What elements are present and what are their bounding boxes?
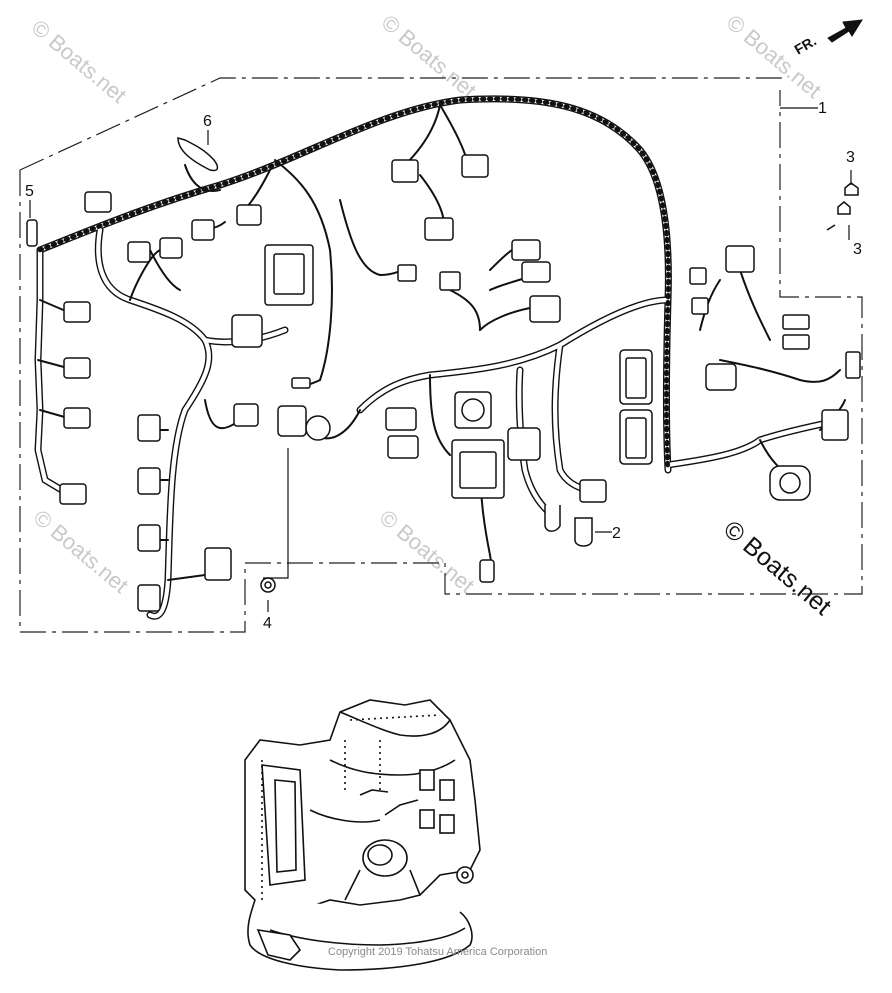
- harness-wires: [34, 95, 846, 620]
- arrow-right-icon: [827, 19, 863, 43]
- connectors: [59, 154, 861, 612]
- callout-2: 2: [612, 525, 621, 542]
- callout-6: 6: [203, 113, 212, 130]
- watermark-boats-net: © Boats.net: [718, 515, 836, 621]
- leader-lines: [29, 107, 852, 612]
- direction-label: FR.: [792, 32, 820, 57]
- engine-illustration: [244, 699, 481, 971]
- callout-5: 5: [25, 183, 34, 200]
- copyright-text: Copyright 2019 Tohatsu America Corporati…: [328, 946, 547, 958]
- front-direction-indicator: FR.: [792, 19, 863, 58]
- callout-1: 1: [818, 100, 827, 117]
- callout-3: 3: [846, 149, 855, 166]
- callout-4: 4: [263, 615, 272, 632]
- watermark-faint: © Boats.net: [377, 10, 481, 103]
- watermark-faint: © Boats.net: [375, 505, 479, 598]
- watermark-faint: © Boats.net: [722, 10, 826, 103]
- small-parts: [26, 137, 859, 593]
- callout-3: 3: [853, 241, 862, 258]
- watermark-faint: © Boats.net: [27, 15, 131, 108]
- callout-labels: 1 2 3 3 4 5 6: [25, 100, 862, 632]
- watermark-faint: © Boats.net: [29, 505, 133, 598]
- assembly-outline: [19, 77, 863, 633]
